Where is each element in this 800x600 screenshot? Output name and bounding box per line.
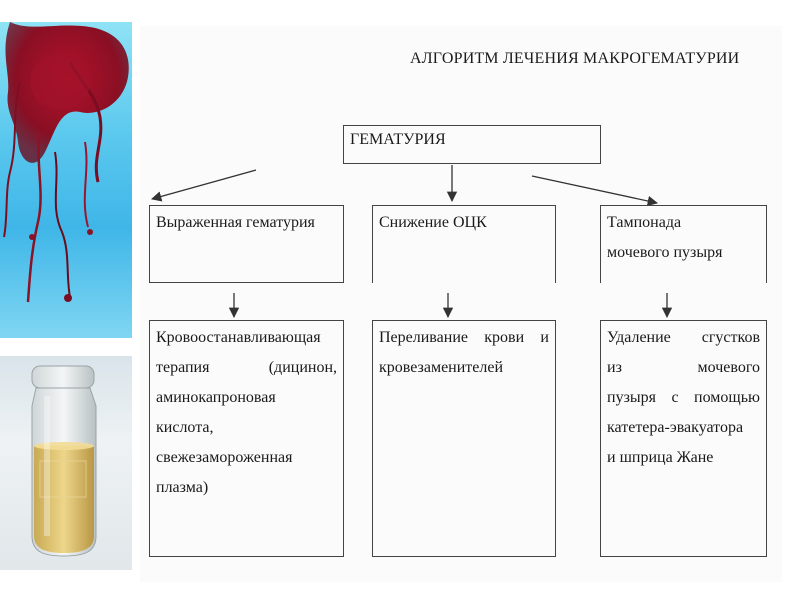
action-3-line-1: Удаление сгустков (607, 329, 760, 346)
arrow-root-to-col3 (531, 175, 659, 207)
action-1-line-4: кислота, (156, 419, 214, 436)
node-condition-3: Тампонада мочевого пузыря (600, 205, 767, 283)
node-hematuria: ГЕМАТУРИЯ (343, 125, 601, 164)
urine-vial-image (0, 356, 132, 570)
action-3-line-4: катетера-эвакуатора (607, 419, 744, 436)
diagram-title: АЛГОРИТМ ЛЕЧЕНИЯ МАКРОГЕМАТУРИИ (410, 50, 740, 67)
arrow-root-to-col1 (150, 169, 257, 202)
node-hematuria-label: ГЕМАТУРИЯ (350, 131, 446, 148)
action-1-line-3: аминокапроновая (156, 389, 276, 406)
node-condition-2: Снижение ОЦК (372, 205, 556, 283)
action-2-line-2: кровезаменителей (379, 359, 504, 376)
condition-2-line-1: Снижение ОЦК (379, 214, 487, 231)
condition-3-line-2: мочевого пузыря (607, 244, 723, 261)
action-1-line-2: терапия (дицинон, (156, 359, 337, 376)
condition-3-line-1: Тампонада (607, 214, 682, 231)
node-condition-1: Выраженная гематурия (149, 205, 344, 283)
action-1-line-5: свежезамороженная (156, 449, 293, 466)
blood-in-water-image (0, 22, 132, 338)
action-1-line-6: плазма) (156, 479, 209, 496)
node-action-1: Кровоостанавливающая терапия (дицинон, а… (149, 320, 344, 557)
node-action-2: Переливание крови и кровезаменителей (372, 320, 556, 557)
action-3-line-5: и шприца Жане (607, 449, 714, 466)
action-2-line-1: Переливание крови и (379, 329, 549, 346)
action-1-line-1: Кровоостанавливающая (156, 329, 321, 346)
action-3-line-3: пузыря с помощью (607, 389, 760, 406)
diagram-panel (140, 26, 782, 582)
action-3-line-2: из мочевого (607, 359, 760, 376)
condition-1-line-1: Выраженная гематурия (156, 214, 315, 231)
node-action-3: Удаление сгустков из мочевого пузыря с п… (600, 320, 767, 557)
